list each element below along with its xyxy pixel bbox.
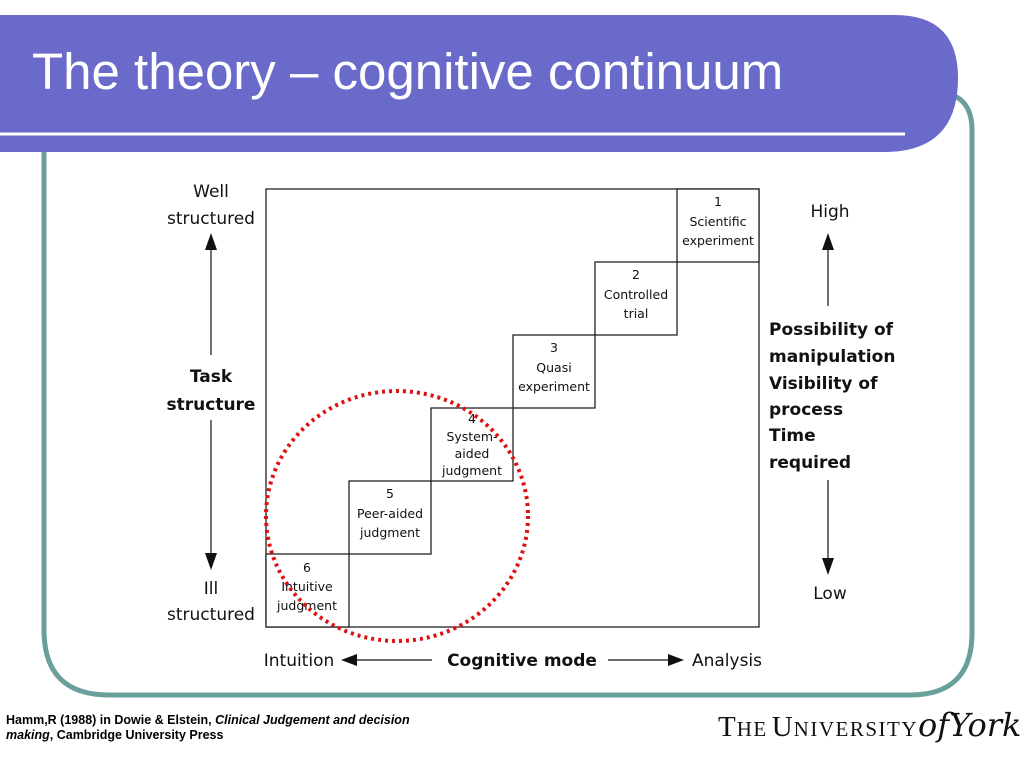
right-center-label-6: required	[769, 453, 851, 473]
step-5-line-2: judgment	[359, 525, 420, 540]
step-2-number: 2	[632, 267, 640, 282]
step-box-5	[348, 480, 432, 555]
logo-the-initial: T	[718, 711, 737, 743]
logo-york: York	[949, 706, 1022, 744]
right-arrow-up-head	[822, 233, 834, 250]
logo-university-initial: U	[771, 711, 794, 743]
citation: Hamm,R (1988) in Dowie & Elstein, Clinic…	[6, 713, 476, 743]
citation-italic-1: Clinical Judgement and decision	[215, 713, 410, 727]
right-arrow-down-head	[822, 558, 834, 575]
bottom-center-label: Cognitive mode	[447, 651, 597, 671]
left-arrow-up-head	[205, 233, 217, 250]
step-1-number: 1	[714, 194, 722, 209]
step-4-line-3: judgment	[441, 463, 502, 478]
step-box-2	[594, 261, 678, 336]
logo-of: of	[918, 706, 950, 744]
step-3-line-1: Quasi	[536, 360, 571, 375]
header-bar	[0, 15, 958, 152]
step-box-3	[512, 334, 596, 409]
slide-title: The theory – cognitive continuum	[32, 43, 784, 100]
bottom-arrow-left-head	[341, 654, 357, 666]
step-1-line-2: experiment	[682, 233, 754, 248]
diagram-frame	[265, 188, 760, 628]
step-5-number: 5	[386, 486, 394, 501]
citation-plain: Hamm,R (1988) in Dowie & Elstein,	[6, 713, 216, 727]
step-6-line-2: judgment	[276, 598, 337, 613]
step-2-line-1: Controlled	[604, 287, 668, 302]
citation-tail: , Cambridge University Press	[49, 728, 224, 742]
right-center-label-4: process	[769, 400, 843, 420]
step-4-line-2: aided	[455, 446, 490, 461]
citation-italic-2: making	[6, 728, 50, 742]
bottom-arrow-right-head	[668, 654, 684, 666]
step-box-4	[430, 407, 514, 482]
right-center-label-5: Time	[769, 426, 816, 446]
left-center-label-2: structure	[167, 395, 256, 415]
step-box-1	[676, 188, 760, 263]
right-top-label: High	[810, 202, 849, 222]
right-center-label-1: Possibility of	[769, 320, 894, 340]
step-1-line-1: Scientific	[689, 214, 746, 229]
step-4-number: 4	[468, 411, 476, 426]
right-center-label-2: manipulation	[769, 347, 895, 367]
logo-the-rest: HE	[736, 717, 768, 741]
left-bottom-label-1: Ill	[204, 579, 218, 599]
bottom-left-label: Intuition	[264, 651, 335, 671]
content-frame	[41, 89, 975, 698]
highlight-circle	[264, 389, 530, 643]
step-5-line-1: Peer-aided	[357, 506, 423, 521]
step-3-line-2: experiment	[518, 379, 590, 394]
step-box-6	[265, 553, 350, 628]
left-top-label-2: structured	[167, 209, 255, 229]
left-top-label-1: Well	[193, 182, 229, 202]
left-bottom-label-2: structured	[167, 605, 255, 625]
left-arrow-down-head	[205, 553, 217, 570]
right-center-label-3: Visibility of	[769, 374, 878, 394]
step-2-line-2: trial	[624, 306, 649, 321]
step-6-line-1: Intuitive	[281, 579, 333, 594]
step-4-line-1: System-	[446, 429, 497, 444]
step-6-number: 6	[303, 560, 311, 575]
university-of-york-logo: THE UNIVERSITYofYork	[718, 706, 1021, 744]
step-3-number: 3	[550, 340, 558, 355]
bottom-right-label: Analysis	[692, 651, 762, 671]
logo-university-rest: NIVERSITY	[793, 717, 918, 741]
left-center-label-1: Task	[190, 367, 233, 387]
right-bottom-label: Low	[813, 584, 847, 604]
